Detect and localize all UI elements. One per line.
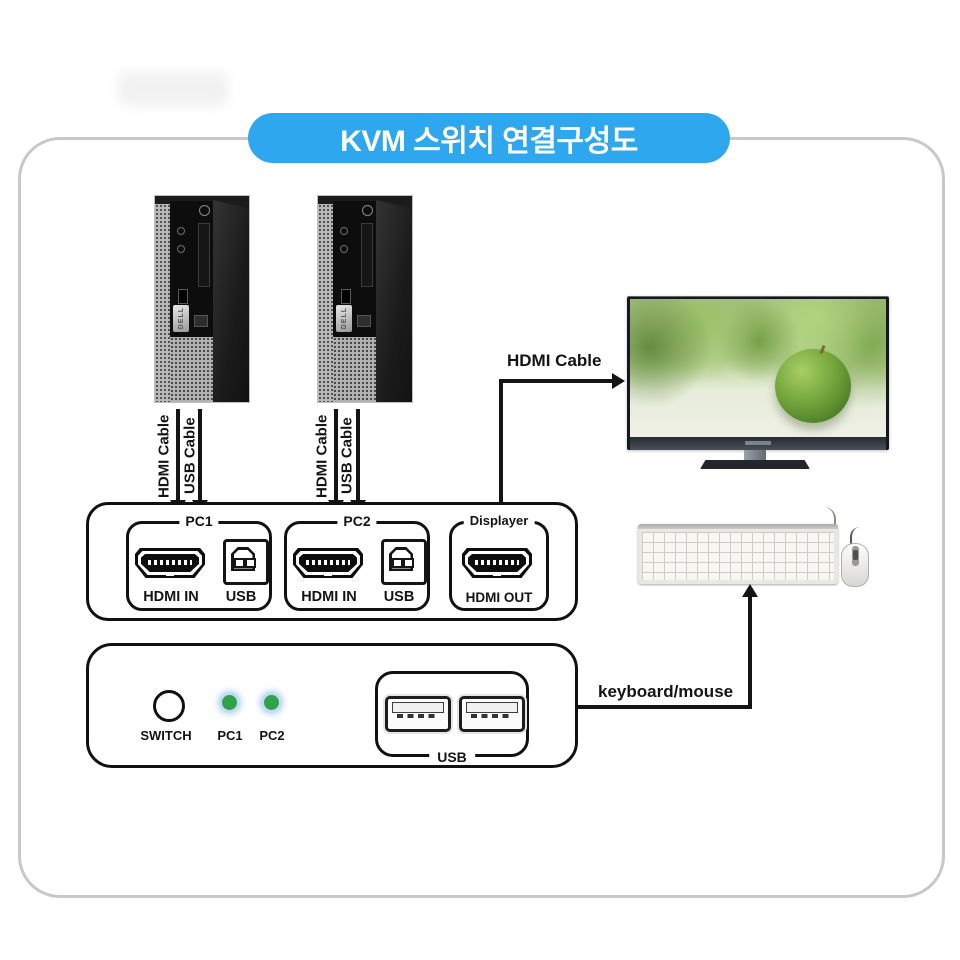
front-chip (357, 315, 371, 327)
title-banner: KVM 스위치 연결구성도 (248, 113, 730, 163)
dell-badge-label: DELL (177, 307, 185, 330)
dell-badge: DELL (173, 305, 189, 332)
group-label: PC1 (179, 513, 219, 529)
rear-group-displayer: Displayer HDMI OUT (449, 513, 549, 611)
lime-stem (819, 344, 826, 355)
pc1-led-icon (222, 695, 237, 710)
kvm-front-panel: SWITCH PC1 PC2 USB (86, 643, 578, 768)
front-chip (194, 315, 208, 327)
pc2-hdmi-cable-line (334, 409, 338, 503)
rear-group-pc1: PC1 HDMI IN USB (126, 513, 272, 611)
audio-jack-icon (340, 245, 348, 253)
usb-b-port-icon (381, 539, 427, 585)
arrow-right-icon (612, 373, 625, 389)
usb-a-port-icon (385, 696, 451, 732)
pc2-usb-cable-line (356, 409, 360, 503)
usb-b-port-icon (223, 539, 269, 585)
pc2-hdmi-cable-label: HDMI Cable (313, 414, 331, 498)
monitor-hdmi-cable-line (499, 381, 503, 513)
port-label: USB (383, 589, 415, 605)
switch-button (153, 690, 185, 722)
led-label: PC2 (259, 728, 285, 743)
mouse-image (841, 543, 869, 587)
hdmi-in-port-icon (135, 548, 205, 578)
monitor-hdmi-cable-line (499, 379, 613, 383)
power-button-icon (362, 205, 373, 216)
pc-front-panel: DELL (170, 201, 213, 337)
port-label: HDMI OUT (465, 590, 533, 605)
pc-grille (170, 337, 213, 402)
monitor-bezel (630, 437, 886, 450)
usb-a-port-icon (459, 696, 525, 732)
mouse-wheel-icon (852, 550, 858, 560)
port-label: HDMI IN (143, 589, 199, 605)
pc1-hdmi-cable-line (176, 409, 180, 503)
watermark-smudge (118, 72, 228, 106)
usb-slot-icon (341, 289, 351, 304)
front-usb-group: USB (375, 671, 529, 765)
monitor-stand-neck (744, 450, 766, 462)
port-label: USB (225, 589, 257, 605)
pc1-tower-image: DELL (155, 196, 249, 402)
keyboard-mouse-label: keyboard/mouse (598, 682, 734, 701)
pc-grille (155, 204, 170, 402)
keyboard-top-edge (638, 524, 838, 529)
pc2-led-icon (264, 695, 279, 710)
pc2-usb-cable-label: USB Cable (338, 417, 356, 495)
keyboard-mouse-cable-line (495, 705, 752, 709)
usb-group-label: USB (429, 749, 475, 765)
led-label: PC1 (217, 728, 243, 743)
keyboard-cable (818, 507, 836, 526)
keyboard-keys (642, 532, 834, 580)
pc1-hdmi-cable-label: HDMI Cable (155, 414, 173, 498)
rear-group-pc2: PC2 HDMI IN USB (284, 513, 430, 611)
pc-front-panel: DELL (333, 201, 376, 337)
monitor-screen (630, 299, 886, 437)
dell-badge-label: DELL (340, 307, 348, 330)
group-label: Displayer (463, 513, 535, 528)
monitor-logo (745, 441, 771, 445)
pc1-usb-cable-label: USB Cable (181, 417, 199, 495)
monitor-hdmi-cable-label: HDMI Cable (507, 351, 602, 370)
port-label: HDMI IN (301, 589, 357, 605)
hdmi-out-port-icon (462, 548, 532, 578)
audio-jack-icon (340, 227, 348, 235)
power-button-icon (199, 205, 210, 216)
pc-side-panel (213, 200, 249, 402)
kvm-rear-panel: PC1 HDMI IN USB PC2 HDMI IN USB (86, 502, 578, 621)
lime-image (775, 344, 851, 423)
pc-side-panel (376, 200, 412, 402)
dell-badge: DELL (336, 305, 352, 332)
audio-jack-icon (177, 227, 185, 235)
pc1-usb-cable-line (198, 409, 202, 503)
monitor-stand-base (700, 460, 810, 469)
hdmi-in-port-icon (293, 548, 363, 578)
page-title: KVM 스위치 연결구성도 (340, 125, 638, 158)
keyboard-image (638, 524, 838, 584)
pc-grille (318, 204, 333, 402)
keyboard-mouse-cable-line (748, 595, 752, 709)
pc-grille (333, 337, 376, 402)
switch-label: SWITCH (140, 728, 192, 743)
arrow-up-icon (742, 584, 758, 597)
optical-drive (198, 223, 210, 287)
optical-drive (361, 223, 373, 287)
group-label: PC2 (337, 513, 377, 529)
monitor-image (627, 296, 889, 450)
mouse-cable (850, 527, 864, 544)
audio-jack-icon (177, 245, 185, 253)
usb-slot-icon (178, 289, 188, 304)
pc2-tower-image: DELL (318, 196, 412, 402)
